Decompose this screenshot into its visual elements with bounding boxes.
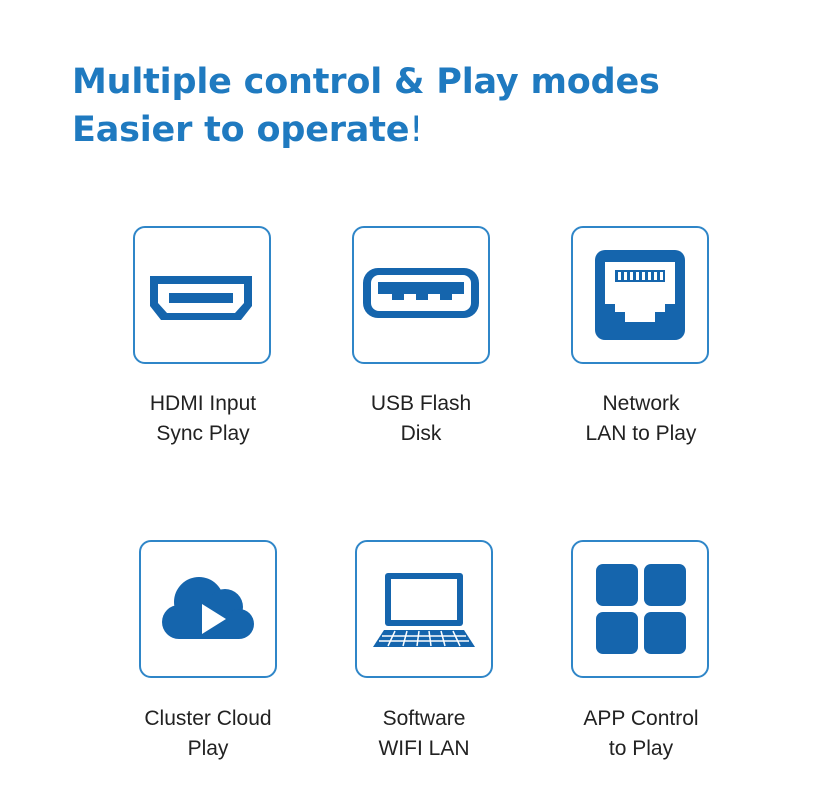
mode-tile-cloud	[139, 540, 277, 678]
mode-caption-app: APP Control to Play	[546, 704, 736, 764]
cloud-play-icon	[162, 577, 254, 639]
mode-caption-network: Network LAN to Play	[546, 389, 736, 449]
headline-exclamation: !	[409, 110, 424, 150]
laptop-icon	[373, 573, 475, 647]
headline-line-1: Multiple control & Play modes	[72, 62, 660, 102]
headline-line-2: Easier to operate!	[72, 106, 660, 154]
mode-caption-app-line-2: to Play	[608, 737, 674, 760]
mode-caption-network-line-2: LAN to Play	[585, 422, 697, 445]
mode-caption-cloud-line-1: Cluster Cloud	[144, 707, 272, 730]
mode-caption-hdmi: HDMI Input Sync Play	[108, 389, 298, 449]
mode-caption-cloud: Cluster Cloud Play	[113, 704, 303, 764]
mode-tile-laptop	[355, 540, 493, 678]
mode-caption-laptop-line-2: WIFI LAN	[378, 737, 470, 760]
app-grid-icon	[596, 564, 686, 654]
mode-tile-app	[571, 540, 709, 678]
headline-line-2-text: Easier to operate	[72, 110, 410, 150]
mode-caption-network-line-1: Network	[602, 392, 680, 415]
ethernet-port-icon	[595, 250, 685, 340]
mode-caption-usb-line-2: Disk	[400, 422, 442, 445]
hdmi-port-icon	[150, 276, 252, 320]
mode-caption-hdmi-line-1: HDMI Input	[149, 392, 257, 415]
mode-caption-hdmi-line-2: Sync Play	[156, 422, 250, 445]
usb-port-icon	[363, 268, 479, 318]
mode-caption-usb: USB Flash Disk	[326, 389, 516, 449]
mode-caption-laptop-line-1: Software	[382, 707, 466, 730]
mode-tile-usb	[352, 226, 490, 364]
mode-caption-usb-line-1: USB Flash	[370, 392, 472, 415]
headline: Multiple control & Play modes Easier to …	[72, 58, 660, 154]
mode-caption-app-line-1: APP Control	[583, 707, 699, 730]
mode-tile-network	[571, 226, 709, 364]
mode-caption-laptop: Software WIFI LAN	[329, 704, 519, 764]
mode-caption-cloud-line-2: Play	[187, 737, 229, 760]
mode-tile-hdmi	[133, 226, 271, 364]
